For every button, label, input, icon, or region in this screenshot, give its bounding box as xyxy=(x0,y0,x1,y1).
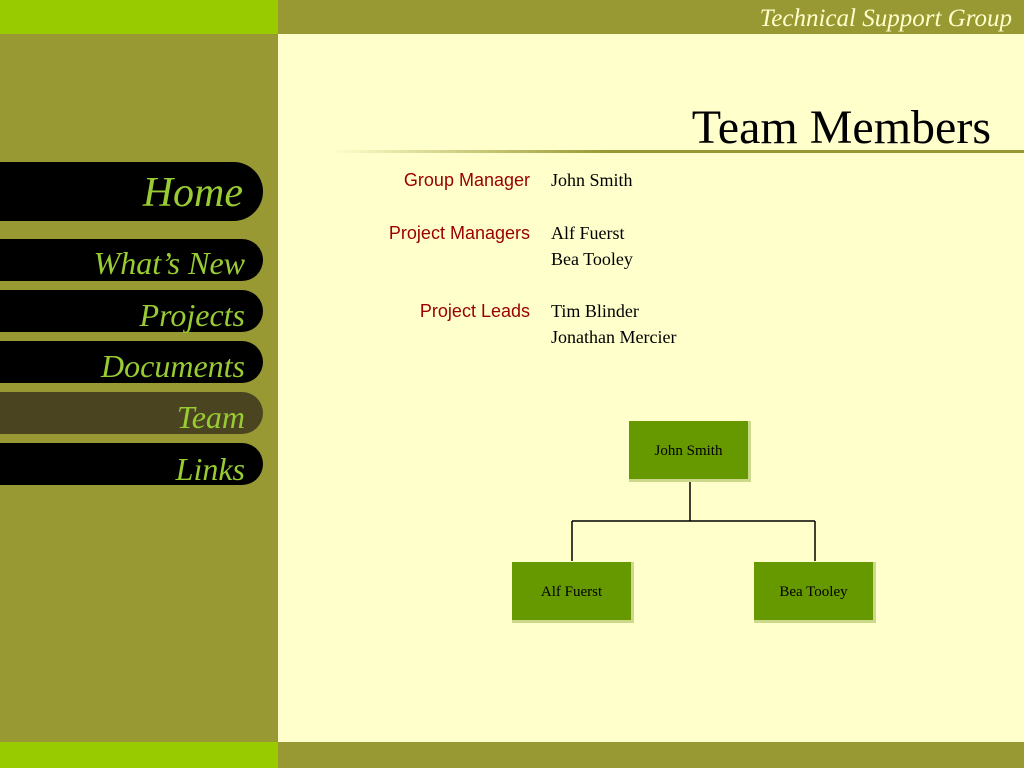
org-chart-child-box: Bea Tooley xyxy=(754,562,876,623)
nav-projects[interactable]: Projects xyxy=(0,290,263,333)
nav-home[interactable]: Home xyxy=(0,162,263,221)
role-label-project-leads: Project Leads xyxy=(419,301,530,321)
page-title: Team Members xyxy=(691,101,991,154)
nav-whats-new[interactable]: What’s New xyxy=(0,239,263,281)
org-chart-child-box: Alf Fuerst xyxy=(512,562,634,623)
nav-links[interactable]: Links xyxy=(0,443,263,487)
role-label-group-manager: Group Manager xyxy=(403,170,530,190)
member-name: John Smith xyxy=(551,170,633,190)
site-title: Technical Support Group xyxy=(759,5,1012,32)
org-chart-root-box: John Smith xyxy=(629,421,751,482)
role-label-project-managers: Project Managers xyxy=(388,223,530,243)
footer-bar xyxy=(278,742,1024,768)
nav-documents[interactable]: Documents xyxy=(0,341,263,384)
footer-accent-bar xyxy=(0,742,278,768)
member-name: Tim Blinder xyxy=(551,301,639,321)
nav-team[interactable]: Team xyxy=(0,392,263,435)
title-divider xyxy=(330,150,1024,153)
sidebar xyxy=(0,34,278,742)
header-accent-bar xyxy=(0,0,278,34)
member-name: Alf Fuerst xyxy=(551,223,625,243)
member-name: Bea Tooley xyxy=(551,249,633,269)
member-name: Jonathan Mercier xyxy=(551,327,677,347)
header-bar: Technical Support Group xyxy=(278,0,1024,34)
